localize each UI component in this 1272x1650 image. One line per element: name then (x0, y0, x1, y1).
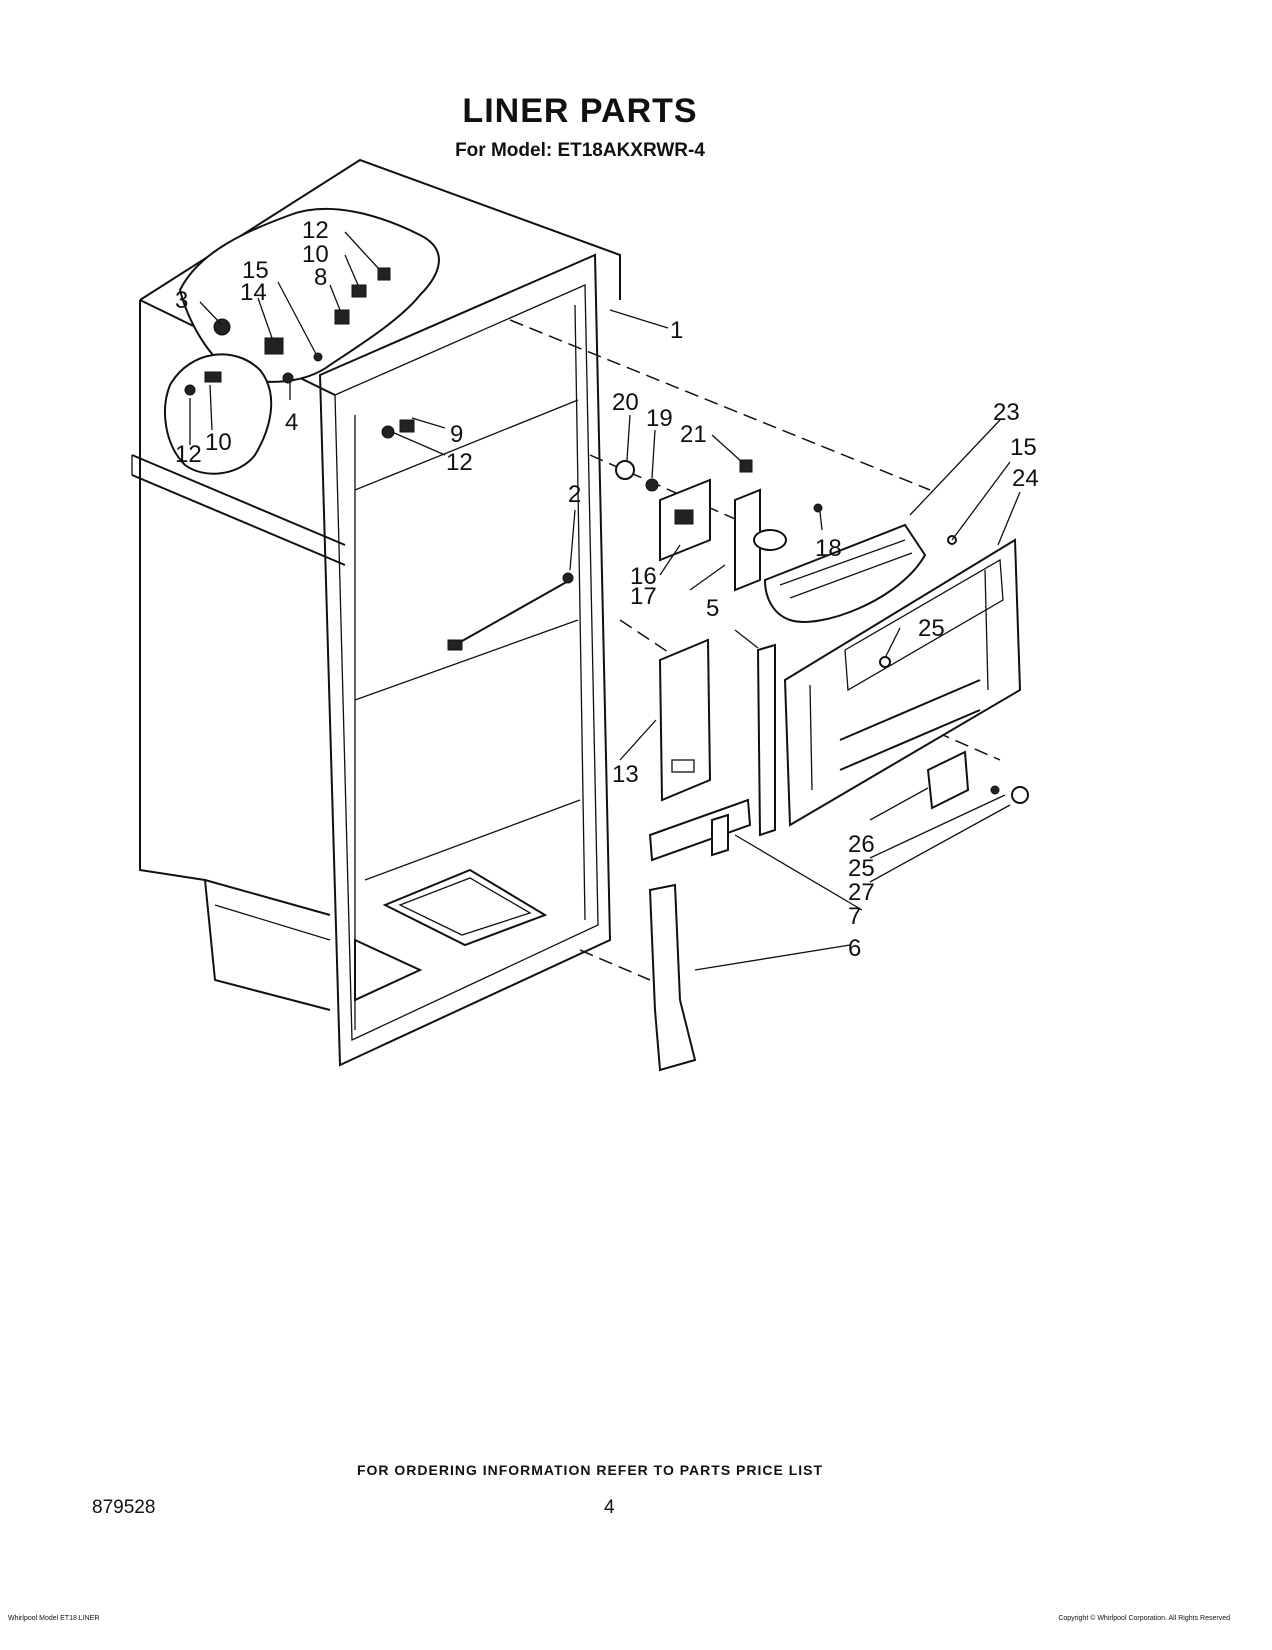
air-duct (763, 523, 927, 623)
callout-10-side: 10 (205, 429, 232, 456)
bracket (648, 798, 752, 862)
side-cutaway (164, 353, 273, 475)
callout-25-panel: 25 (918, 615, 945, 642)
callout-3: 3 (175, 287, 188, 314)
corner-copyright: Copyright © Whirlpool Corporation. All R… (1058, 1615, 1230, 1622)
callout-16: 16 (630, 563, 657, 590)
insulation-strip (648, 883, 697, 1072)
callout-9: 9 (450, 421, 463, 448)
liner-frame (318, 253, 612, 1067)
cabinet-shell (131, 158, 621, 1011)
callout-18: 18 (815, 535, 842, 562)
side-hardware (184, 371, 222, 396)
callout-6: 6 (848, 935, 861, 962)
callout-labels: 1 2 3 4 5 6 7 8 9 10 10 12 12 12 13 14 1… (175, 217, 1039, 962)
model-subtitle: For Model: ET18AKXRWR-4 (455, 140, 705, 161)
leader-lines (189, 231, 1021, 971)
callout-23: 23 (993, 399, 1020, 426)
lamp-cover-hardware (926, 535, 1029, 810)
callout-27: 27 (848, 879, 875, 906)
floor-recess (354, 868, 548, 1002)
document-number: 879528 (92, 1497, 156, 1518)
page-number: 4 (604, 1497, 615, 1518)
callout-14: 14 (240, 279, 267, 306)
liner-screws (381, 419, 415, 439)
callout-2: 2 (568, 481, 581, 508)
page-title: LINER PARTS (462, 92, 698, 130)
callout-17: 17 (630, 583, 657, 610)
top-hardware (213, 267, 391, 384)
callout-15-top: 15 (242, 257, 269, 284)
callout-26: 26 (848, 831, 875, 858)
callout-4: 4 (285, 409, 298, 436)
callout-20: 20 (612, 389, 639, 416)
callout-12-top: 12 (302, 217, 329, 244)
callout-5: 5 (706, 595, 719, 622)
callout-8: 8 (314, 264, 327, 291)
control-panel (783, 538, 1022, 827)
callout-10-top: 10 (302, 241, 329, 268)
callout-12-side: 12 (175, 441, 202, 468)
callout-21: 21 (680, 421, 707, 448)
callout-19: 19 (646, 405, 673, 432)
callout-25-bottom: 25 (848, 855, 875, 882)
cover-panel (658, 638, 712, 802)
callout-15-right: 15 (1010, 434, 1037, 461)
ordering-note: FOR ORDERING INFORMATION REFER TO PARTS … (356, 1462, 824, 1478)
callout-7: 7 (848, 903, 861, 930)
side-rail (756, 643, 776, 837)
harness-part (447, 572, 574, 651)
control-housing (615, 459, 823, 592)
callout-24: 24 (1012, 465, 1039, 492)
corner-caption-left: Whirlpool Model ET18 LINER (8, 1615, 100, 1622)
callout-13: 13 (612, 761, 639, 788)
callout-12-liner: 12 (446, 449, 473, 476)
callout-1: 1 (670, 317, 683, 344)
